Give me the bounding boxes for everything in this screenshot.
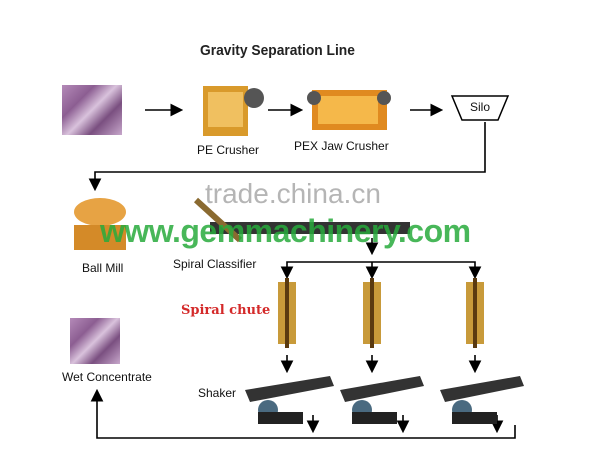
ball-mill-image [74,198,126,250]
watermark-website: www.gemmachinery.com [100,213,471,249]
spiral-chute-label: Spiral chute [181,303,271,318]
ball-mill-label: Ball Mill [82,261,124,275]
watermark-trade: trade.china.cn [205,178,381,209]
silo-label: Silo [470,100,491,114]
silo-shape [450,95,510,121]
raw-ore-image [62,85,122,135]
wet-concentrate-label: Wet Concentrate [62,370,152,384]
pex-crusher-image [307,90,391,130]
diagram-title: Gravity Separation Line [200,42,355,59]
spiral-classifier-image [193,197,243,243]
classifier-trough [210,222,410,234]
pe-crusher-label: PE Crusher [197,143,260,157]
wet-concentrate-image [70,318,120,364]
shaking-tables [245,376,524,424]
pe-crusher-image [203,86,264,136]
pex-crusher-label: PEX Jaw Crusher [294,139,389,153]
spiral-classifier-label: Spiral Classifier [173,257,257,271]
spiral-chutes [278,278,484,348]
shaker-label: Shaker [198,386,237,400]
